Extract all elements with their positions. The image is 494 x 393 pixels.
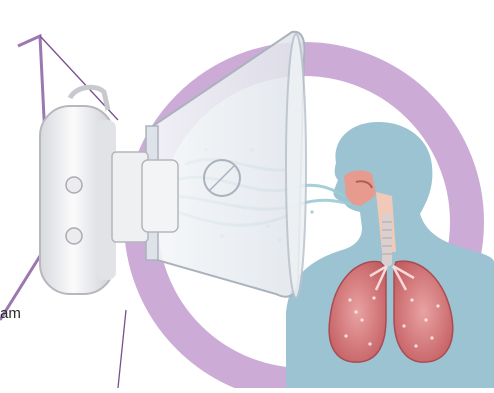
partial-label: am xyxy=(0,306,21,321)
